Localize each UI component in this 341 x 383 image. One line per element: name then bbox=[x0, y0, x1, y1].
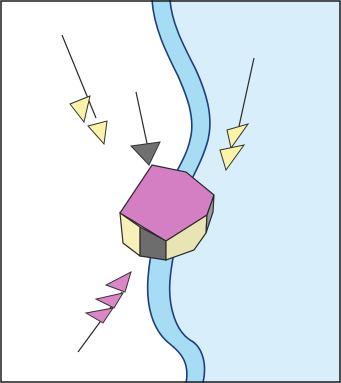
yellow-double-arrowhead-icon bbox=[88, 121, 107, 144]
gray-arrow bbox=[131, 92, 160, 165]
gray-arrowhead-icon bbox=[131, 142, 160, 165]
pink-triple-arrowhead-icon bbox=[96, 293, 123, 308]
yellow-arrow-left bbox=[62, 35, 107, 144]
pink-triple-arrowhead-icon bbox=[106, 272, 131, 292]
pink-arrow bbox=[78, 272, 131, 352]
pink-triple-arrowhead-icon bbox=[86, 308, 113, 323]
yellow-double-arrowhead-icon bbox=[70, 96, 90, 122]
